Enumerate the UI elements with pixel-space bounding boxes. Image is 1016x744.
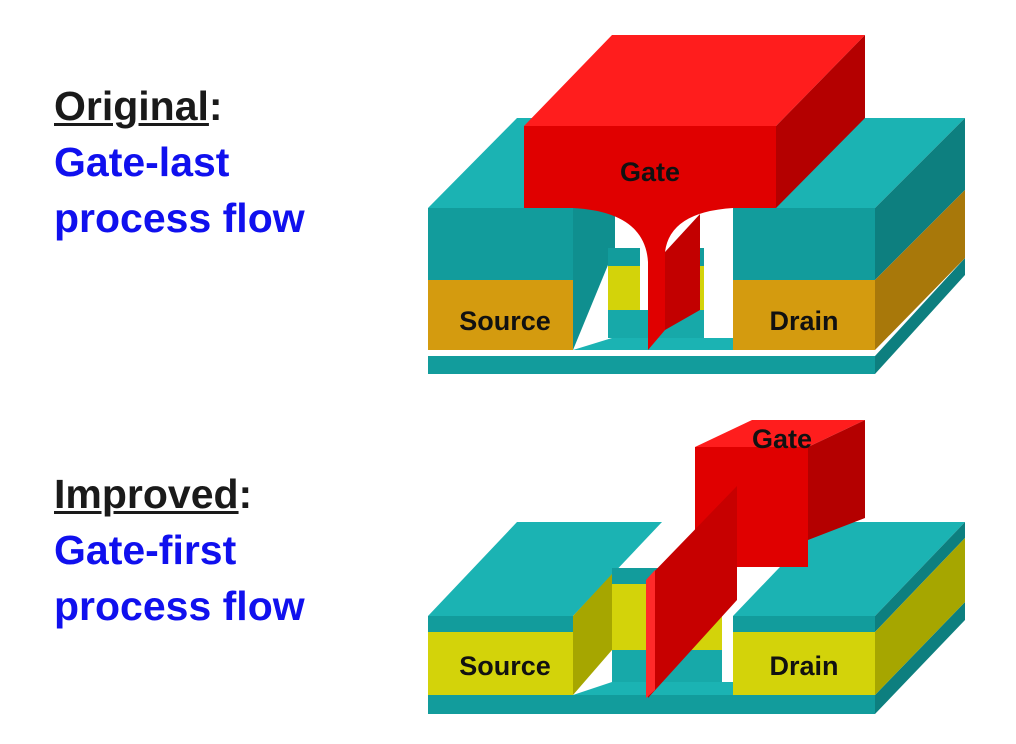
top-drain-front bbox=[733, 280, 875, 350]
gate-first-device: Gate Source Drain bbox=[428, 420, 965, 714]
original-panel-label: Original: Gate-last process flow bbox=[54, 78, 305, 246]
top-drain-side bbox=[875, 190, 965, 350]
top-source-oxide-front bbox=[428, 208, 573, 280]
top-channel-bottom bbox=[573, 338, 735, 350]
top-drain-oxide-side bbox=[875, 118, 965, 280]
top-substrate-side bbox=[875, 258, 965, 374]
bottom-drain-top bbox=[733, 522, 965, 616]
top-gate-front bbox=[524, 126, 776, 350]
top-gate-side bbox=[776, 35, 865, 208]
top-gate-label: Gate bbox=[620, 157, 680, 187]
top-source-label: Source bbox=[459, 306, 551, 336]
top-substrate-front bbox=[428, 356, 875, 374]
top-drain-oxide-front bbox=[733, 208, 875, 280]
bottom-drain-oxide-front bbox=[733, 616, 875, 632]
bottom-drain-oxide-side bbox=[875, 522, 965, 632]
process-flow-label-top: process flow bbox=[54, 195, 305, 241]
bottom-drain-front bbox=[733, 632, 875, 695]
bottom-substrate-side bbox=[875, 602, 965, 714]
improved-panel-label: Improved: Gate-first process flow bbox=[54, 466, 305, 634]
original-heading: Original: bbox=[54, 83, 223, 129]
bottom-gate-top bbox=[695, 420, 865, 447]
bottom-gate-fin-edge bbox=[646, 570, 655, 698]
top-drain-label: Drain bbox=[769, 306, 838, 336]
bottom-gate-fin-slab bbox=[648, 486, 737, 698]
bottom-source-front bbox=[428, 632, 573, 695]
bottom-drain-side bbox=[875, 538, 965, 695]
bottom-source-label: Source bbox=[459, 651, 551, 681]
top-fin-oxide bbox=[608, 248, 640, 266]
process-flow-label-bottom: process flow bbox=[54, 583, 305, 629]
top-fin-left bbox=[608, 266, 640, 310]
gate-last-label: Gate-last bbox=[54, 139, 230, 185]
gate-first-label: Gate-first bbox=[54, 527, 237, 573]
top-gate-top bbox=[524, 35, 865, 126]
improved-heading: Improved: bbox=[54, 471, 253, 517]
top-gate-stem-side bbox=[665, 214, 700, 330]
bottom-source-oxide-front bbox=[428, 616, 573, 632]
gate-last-device: Gate Source Drain bbox=[428, 35, 965, 374]
top-source-front bbox=[428, 280, 573, 350]
bottom-gate-label: Gate bbox=[752, 424, 812, 454]
bottom-drain-label: Drain bbox=[769, 651, 838, 681]
bottom-source-inner-side bbox=[573, 574, 612, 695]
bottom-substrate-front bbox=[428, 695, 875, 714]
bottom-gate-back-side bbox=[808, 420, 865, 540]
bottom-source-top bbox=[428, 522, 662, 616]
